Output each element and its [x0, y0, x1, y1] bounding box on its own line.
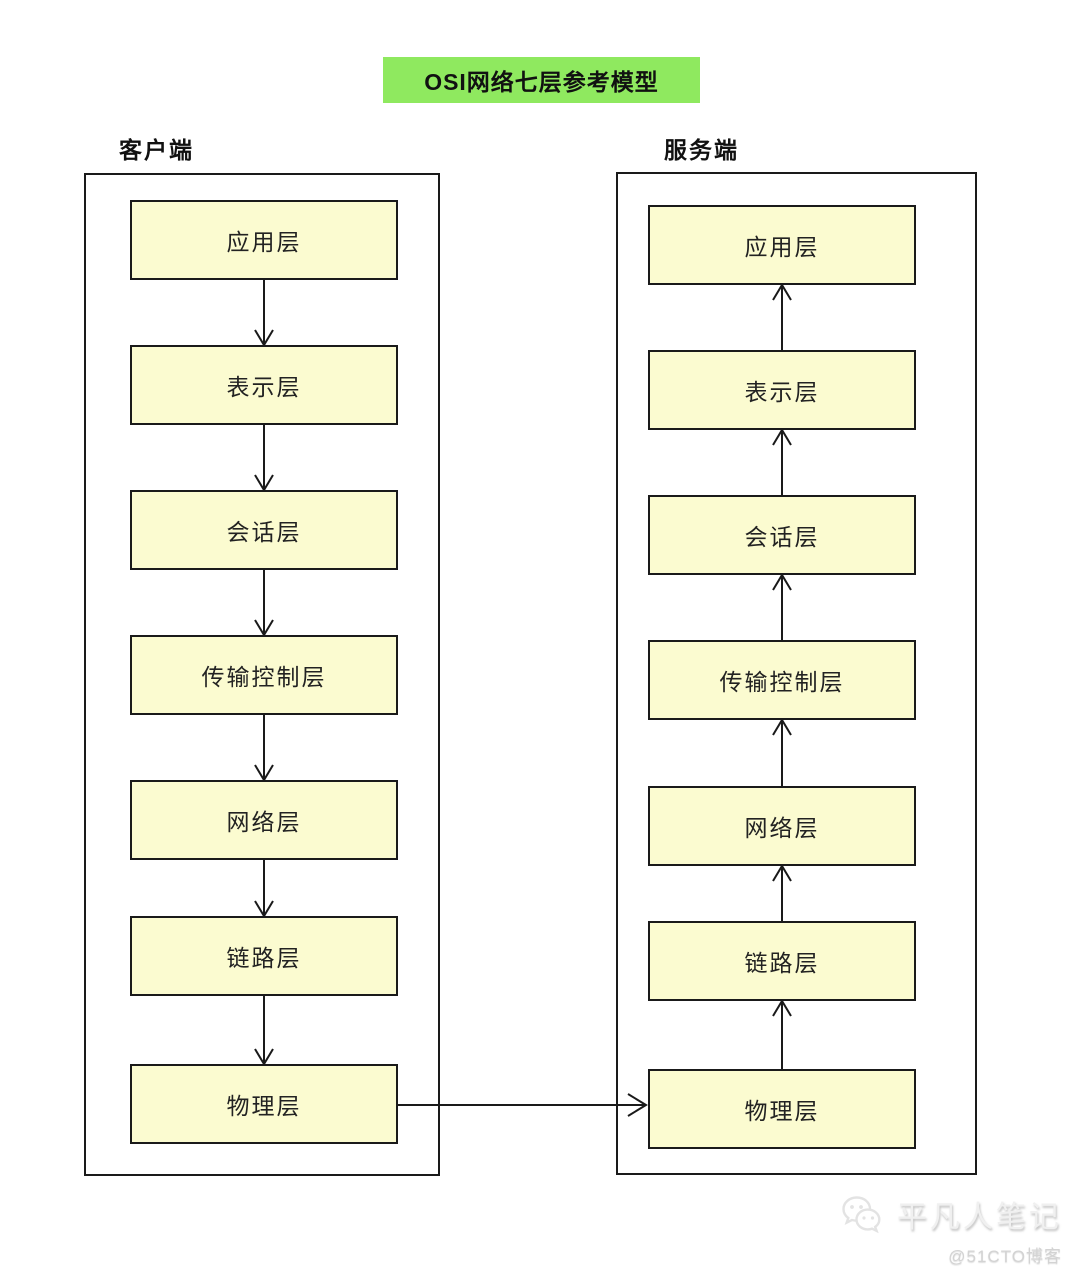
client-layer-box-3: 会话层: [130, 490, 398, 570]
layer-label: 会话层: [744, 524, 820, 550]
client-layer-box-1: 应用层: [130, 200, 398, 280]
layer-label: 传输控制层: [201, 664, 327, 690]
layer-label: 物理层: [226, 1093, 302, 1119]
layer-label: 链路层: [226, 945, 302, 971]
server-container: [616, 172, 977, 1175]
layer-label: 物理层: [744, 1098, 820, 1124]
client-layer-box-5: 网络层: [130, 780, 398, 860]
watermark-name: 平凡人笔记: [897, 1201, 1062, 1234]
layer-label: 应用层: [226, 229, 302, 255]
server-layer-box-2: 表示层: [648, 350, 916, 430]
server-layer-box-3: 会话层: [648, 495, 916, 575]
layer-label: 表示层: [744, 379, 820, 405]
layer-label: 应用层: [744, 234, 820, 260]
diagram-title: OSI网络七层参考模型: [383, 57, 700, 103]
client-column-label: 客户端: [119, 137, 194, 163]
server-layer-box-6: 链路层: [648, 921, 916, 1001]
server-layer-box-4: 传输控制层: [648, 640, 916, 720]
client-layer-box-4: 传输控制层: [130, 635, 398, 715]
client-layer-box-7: 物理层: [130, 1064, 398, 1144]
layer-label: 网络层: [226, 809, 302, 835]
layer-label: 网络层: [744, 815, 820, 841]
layer-label: 链路层: [744, 950, 820, 976]
server-layer-box-5: 网络层: [648, 786, 916, 866]
watermark-source: @51CTO博客: [948, 1247, 1062, 1266]
server-layer-box-1: 应用层: [648, 205, 916, 285]
client-layer-box-2: 表示层: [130, 345, 398, 425]
wechat-icon: [842, 1196, 881, 1234]
client-layer-box-6: 链路层: [130, 916, 398, 996]
watermark: 平凡人笔记 @51CTO博客: [837, 1188, 1062, 1267]
server-layer-box-7: 物理层: [648, 1069, 916, 1149]
layer-label: 会话层: [226, 519, 302, 545]
server-column-label: 服务端: [664, 137, 739, 163]
client-container: [84, 173, 440, 1176]
layer-label: 传输控制层: [719, 669, 845, 695]
layer-label: 表示层: [226, 374, 302, 400]
